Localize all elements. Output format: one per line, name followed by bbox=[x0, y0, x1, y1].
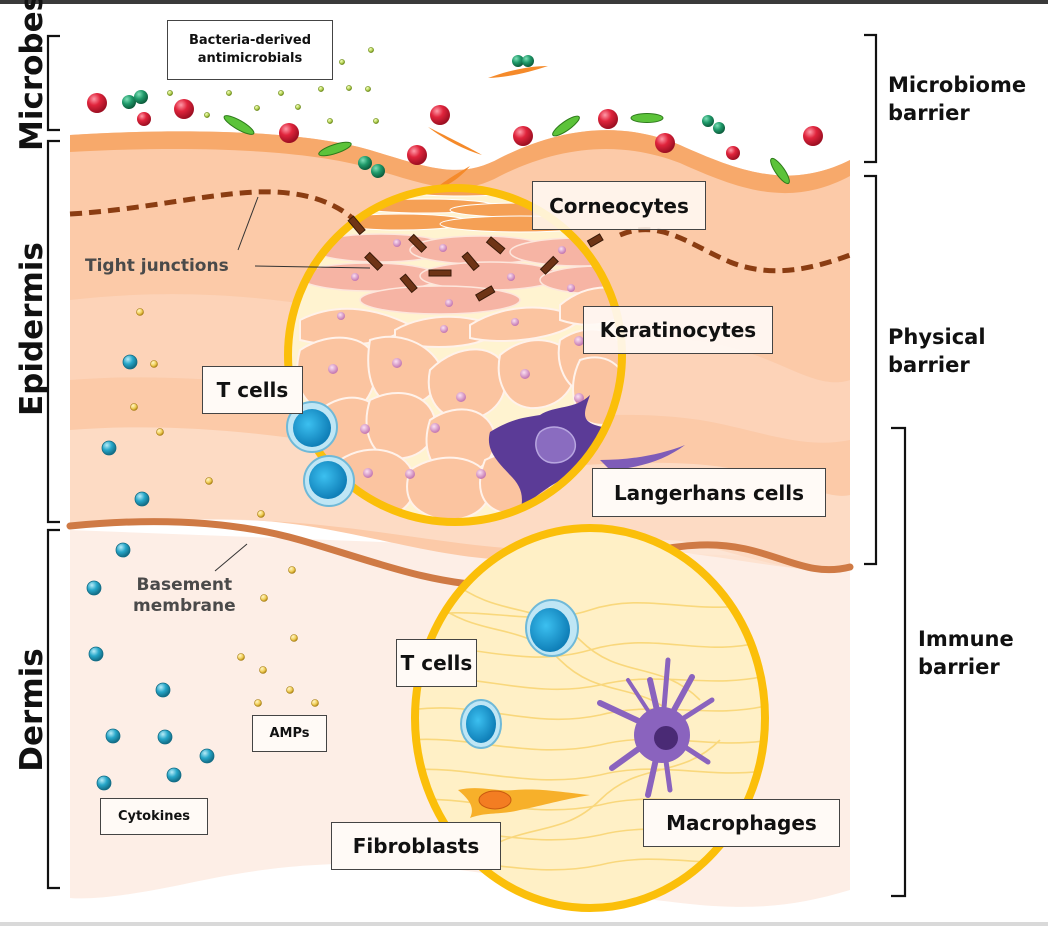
bacteria-derived-line2: antimicrobials bbox=[197, 51, 303, 66]
bacteria-rod bbox=[630, 113, 664, 123]
label-microbes: Microbes bbox=[14, 0, 50, 151]
physical-line1: Physical bbox=[888, 325, 986, 349]
label-t-cells-epidermis: T cells bbox=[202, 366, 303, 414]
label-epidermis: Epidermis bbox=[14, 242, 50, 416]
amp-dots bbox=[130, 308, 319, 707]
bacteria-spindle bbox=[428, 127, 482, 155]
bacteria-rod bbox=[318, 141, 352, 157]
immune-line1: Immune bbox=[918, 627, 1014, 651]
bacteria-red bbox=[803, 126, 823, 146]
bacteria-red bbox=[407, 145, 427, 165]
langerhans-dendrite bbox=[600, 445, 685, 470]
t-cell-epidermis bbox=[303, 455, 355, 507]
tight-junctions-leader bbox=[237, 196, 259, 251]
label-physical-barrier: Physical barrier bbox=[888, 323, 986, 380]
label-fibroblasts: Fibroblasts bbox=[331, 822, 501, 870]
label-langerhans-cells: Langerhans cells bbox=[592, 468, 826, 517]
label-basement-membrane: Basement membrane bbox=[133, 575, 236, 618]
microbes-group bbox=[87, 47, 823, 193]
nuclei bbox=[328, 239, 584, 479]
bacteria-red bbox=[87, 93, 107, 113]
t-cell-dermis bbox=[525, 599, 579, 657]
bottom-border bbox=[0, 922, 1048, 926]
bracket-dermis bbox=[46, 528, 60, 890]
diplococcus bbox=[702, 115, 725, 134]
top-border bbox=[0, 0, 1048, 4]
langerhans-cell bbox=[488, 395, 622, 512]
label-macrophages: Macrophages bbox=[643, 799, 840, 847]
label-corneocytes: Corneocytes bbox=[532, 181, 706, 230]
bacteria-rod bbox=[770, 157, 790, 185]
bacteria-red bbox=[513, 126, 533, 146]
bacteria-red bbox=[174, 99, 194, 119]
bracket-microbes bbox=[46, 34, 60, 132]
tight-junctions-leader bbox=[254, 265, 371, 269]
immune-line2: barrier bbox=[918, 655, 1000, 680]
bracket-epidermis bbox=[46, 139, 60, 524]
bacteria-spindle bbox=[488, 66, 548, 78]
bacteria-red bbox=[726, 146, 740, 160]
bacteria-derived-line1: Bacteria-derived bbox=[188, 33, 312, 49]
label-tight-junctions: Tight junctions bbox=[85, 256, 229, 276]
bacteria-red bbox=[598, 109, 618, 129]
bracket-microbiome bbox=[864, 33, 878, 164]
microbiome-line2: barrier bbox=[888, 101, 970, 126]
physical-line2: barrier bbox=[888, 353, 970, 378]
layer-brackets bbox=[46, 33, 907, 898]
t-cell-dermis bbox=[460, 699, 502, 749]
bacteria-red bbox=[430, 105, 450, 125]
label-bacteria-derived-antimicrobials: Bacteria-derived antimicrobials bbox=[167, 20, 333, 80]
microbiome-line1: Microbiome bbox=[888, 73, 1027, 97]
basement-membrane-leader bbox=[214, 543, 248, 572]
tight-junction-rods bbox=[347, 215, 604, 302]
bacteria-rod bbox=[552, 115, 580, 137]
label-microbiome-barrier: Microbiome barrier bbox=[888, 71, 1026, 128]
tight-junction-line-right bbox=[619, 227, 851, 274]
tight-junction-line bbox=[69, 189, 362, 227]
collagen-fibers bbox=[415, 579, 765, 871]
bacteria-red bbox=[655, 133, 675, 153]
macrophage-cell bbox=[597, 657, 715, 798]
fibroblast-cell bbox=[458, 788, 590, 818]
basement-line1: Basement bbox=[136, 575, 233, 595]
label-immune-barrier: Immune barrier bbox=[918, 625, 1014, 682]
label-t-cells-dermis: T cells bbox=[396, 639, 477, 687]
epidermis-inset bbox=[284, 184, 685, 526]
label-amps: AMPs bbox=[252, 715, 327, 752]
cytokine-dots bbox=[86, 354, 215, 791]
bacteria-rod bbox=[223, 115, 255, 135]
skin-surface bbox=[70, 130, 850, 194]
basement-line2: membrane bbox=[133, 596, 236, 617]
label-keratinocytes: Keratinocytes bbox=[583, 306, 773, 354]
label-dermis: Dermis bbox=[14, 648, 50, 772]
bracket-physical bbox=[864, 174, 878, 566]
diplococcus bbox=[358, 156, 385, 178]
t-cell-epidermis bbox=[286, 401, 338, 453]
diplococcus bbox=[512, 55, 534, 67]
bracket-immune bbox=[891, 426, 907, 898]
label-cytokines: Cytokines bbox=[100, 798, 208, 835]
diplococcus bbox=[122, 90, 148, 109]
bacteria-red bbox=[137, 112, 151, 126]
bacteria-red bbox=[279, 123, 299, 143]
